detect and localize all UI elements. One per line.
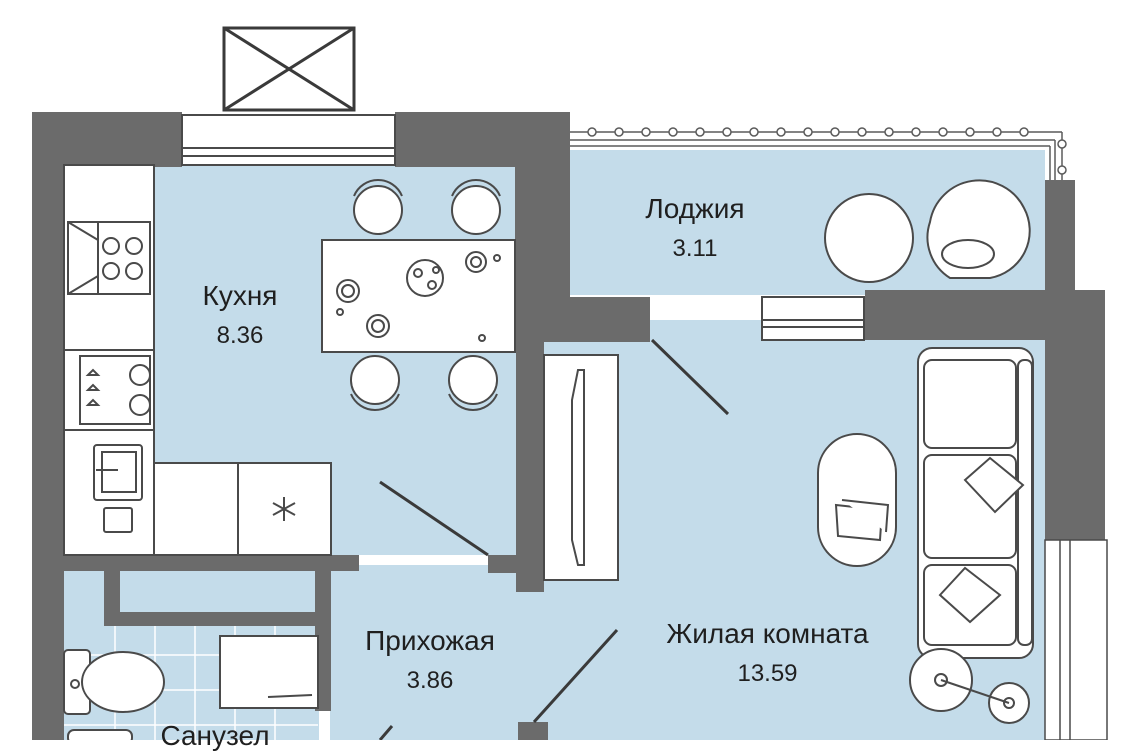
bathtub-edge	[67, 729, 133, 740]
ventilation-shaft	[222, 26, 356, 112]
bathroom-name: Санузел	[160, 720, 270, 751]
wall-top-left	[32, 112, 182, 167]
coffee-table	[817, 433, 897, 567]
hallway-area: 3.86	[406, 667, 454, 694]
hallway-floor	[330, 565, 545, 740]
living-window	[1044, 539, 1108, 740]
hob-icon	[67, 221, 151, 295]
loggia-door	[761, 296, 865, 341]
kitchen-area: 8.36	[216, 322, 264, 349]
floor-lamp	[909, 648, 1030, 724]
bathroom-label: Санузел	[150, 722, 280, 750]
walls	[32, 112, 1105, 740]
dining-table	[321, 239, 516, 353]
wall-hallway-living-stub	[518, 722, 548, 740]
loggia-name: Лоджия	[645, 193, 745, 224]
wall-kitchen-living-end	[488, 555, 544, 573]
hallway-name: Прихожая	[365, 625, 495, 656]
wall-right-mid	[1045, 290, 1105, 540]
living-label: Жилая комната 13.59	[630, 620, 905, 686]
loggia-area: 3.11	[672, 235, 718, 262]
living-area: 13.59	[737, 660, 798, 687]
hallway-door-swing	[378, 628, 619, 740]
living-name: Жилая комната	[666, 618, 869, 649]
wall-right-upper	[1045, 180, 1075, 300]
oven-icon	[79, 355, 151, 425]
fridge-icon	[272, 497, 296, 521]
sink-icon	[93, 444, 143, 533]
kitchen-door-swing	[379, 480, 489, 557]
loggia-door-swing	[650, 338, 730, 416]
sofa-pillows	[938, 456, 1025, 624]
loggia-railing	[570, 131, 1063, 180]
wall-loggia-bottom-left	[515, 297, 650, 342]
hallway-label: Прихожая 3.86	[340, 627, 520, 693]
tv-stand	[543, 354, 619, 581]
kitchen-label: Кухня 8.36	[180, 282, 300, 348]
washing-machine-icon	[219, 635, 319, 709]
kitchen-name: Кухня	[202, 280, 278, 311]
dining-chairs	[350, 179, 501, 411]
tableware-icons	[336, 251, 501, 342]
wall-left	[32, 112, 64, 740]
top-window	[181, 114, 396, 166]
loggia-furniture	[824, 179, 1031, 283]
loggia-label: Лоджия 3.11	[620, 195, 770, 261]
toilet-icon	[63, 649, 165, 715]
wall-kitchen-living	[516, 342, 544, 592]
wall-kitchen-corridor	[64, 555, 359, 571]
kitchen-counter	[63, 164, 332, 556]
wall-corridor-bottom	[104, 612, 329, 626]
loggia-railing-posts	[587, 127, 1067, 175]
